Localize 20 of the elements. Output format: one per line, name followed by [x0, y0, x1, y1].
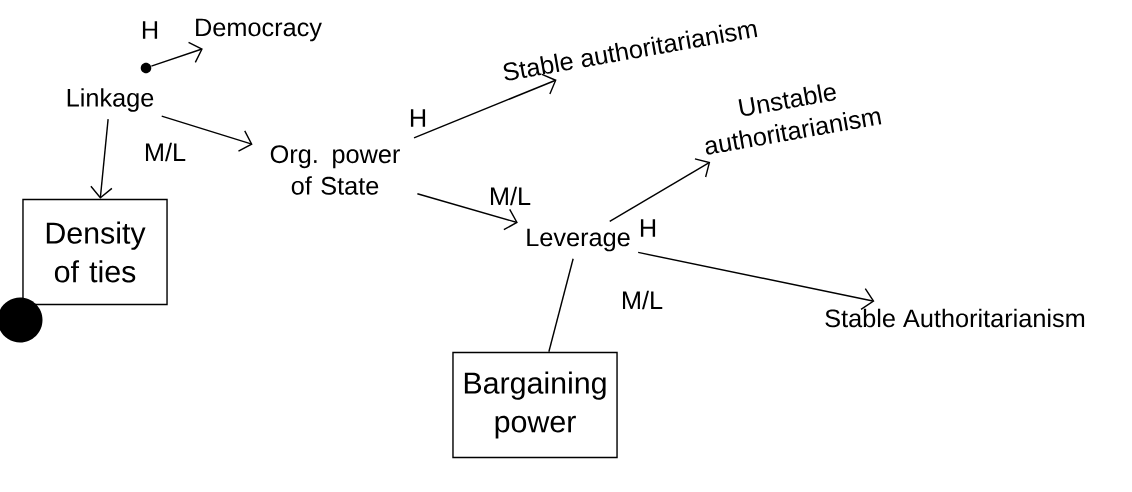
arrow	[90, 118, 113, 199]
arrow	[609, 158, 711, 222]
node-label: Democracy	[196, 18, 322, 42]
edge-label: H	[637, 217, 659, 239]
edge-label: H	[407, 107, 429, 129]
text-box: Density of ties	[22, 198, 168, 306]
arrow	[161, 115, 253, 152]
arrow	[413, 73, 557, 139]
arrow	[416, 193, 518, 231]
arrow	[150, 41, 203, 67]
edge-label: M/L	[487, 184, 533, 208]
arrow	[637, 251, 875, 310]
text-box: Bargaining power	[452, 351, 618, 459]
node-label: Org. power of State	[270, 145, 400, 195]
edge-label: H	[139, 19, 161, 41]
node-label: Linkage	[67, 88, 154, 112]
node-label: Leverage	[527, 228, 630, 252]
node-label: Stable Authoritarianism	[825, 308, 1085, 328]
edge-label: M/L	[142, 140, 188, 164]
edge-label: M/L	[619, 288, 665, 312]
